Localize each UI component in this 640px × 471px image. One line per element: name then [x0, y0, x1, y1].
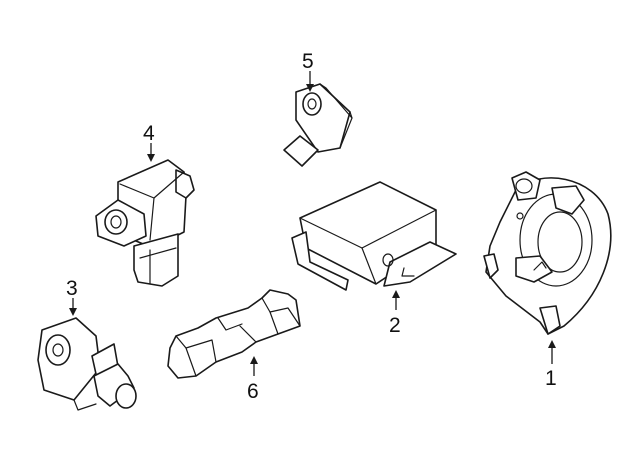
callout-4: 4	[143, 122, 155, 162]
part-5-sensor	[283, 83, 353, 167]
callout-3: 3	[66, 277, 78, 316]
callout-1: 1	[545, 340, 557, 390]
callout-label-3: 3	[66, 277, 78, 300]
callout-5: 5	[302, 50, 314, 92]
callout-label-2: 2	[389, 314, 401, 337]
part-1-clock-spring	[483, 171, 612, 335]
part-6-sensor	[167, 289, 301, 379]
part-3-sensor	[37, 317, 137, 411]
callout-6: 6	[247, 356, 259, 403]
callout-label-1: 1	[545, 367, 557, 390]
part-4-sensor	[95, 159, 195, 287]
callout-2: 2	[389, 290, 401, 337]
callout-label-4: 4	[143, 122, 155, 145]
part-2-control-module	[291, 181, 457, 291]
callout-label-6: 6	[247, 380, 259, 403]
callout-label-5: 5	[302, 50, 314, 73]
